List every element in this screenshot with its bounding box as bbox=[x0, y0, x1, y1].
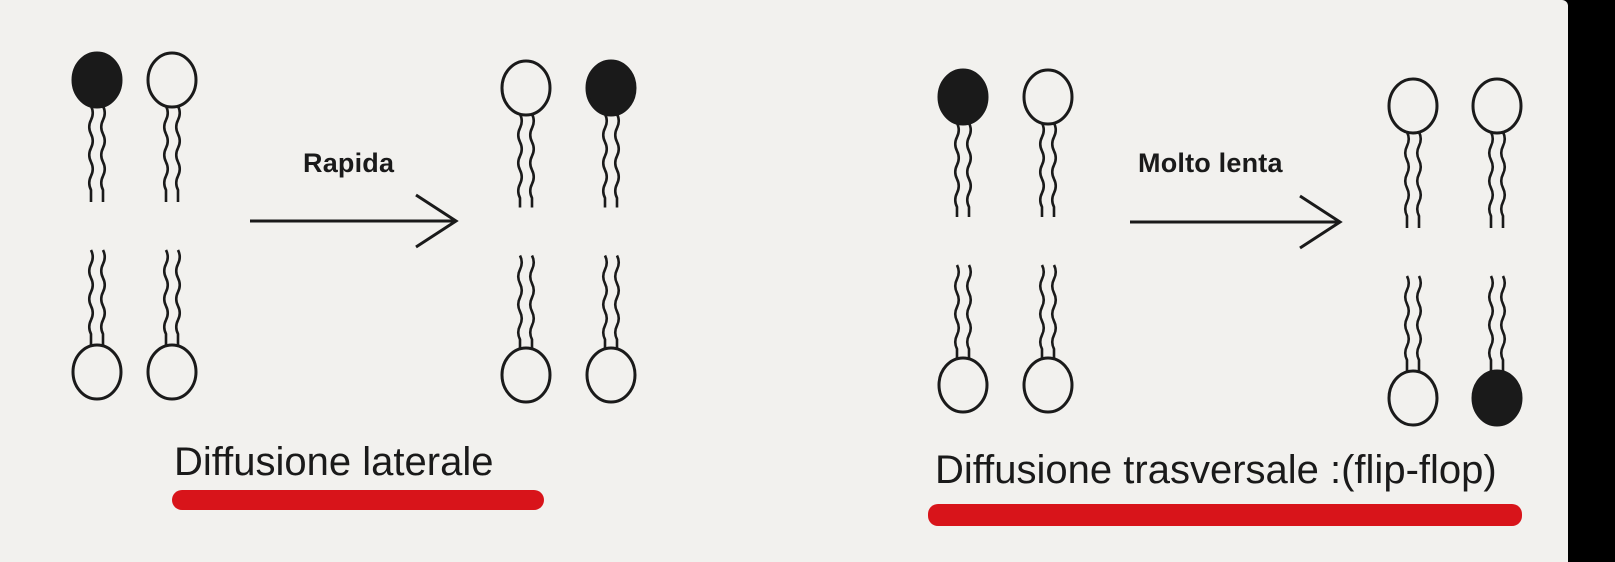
lipid-tail-upper-1 bbox=[101, 106, 105, 202]
lipid-tail-lower-0 bbox=[603, 256, 607, 350]
open-head-top bbox=[1389, 79, 1437, 133]
lipid-tail-upper-1 bbox=[615, 114, 619, 208]
open-head-bottom bbox=[1389, 371, 1437, 425]
arrow-label-rapida: Rapida bbox=[303, 148, 394, 179]
lipid-tail-lower-0 bbox=[955, 265, 959, 359]
open-head-bottom bbox=[73, 345, 121, 399]
lipid-tail-lower-0 bbox=[1489, 276, 1493, 372]
reaction-arrow-1 bbox=[1130, 196, 1340, 248]
open-head-top bbox=[1473, 79, 1521, 133]
lipid-molecule-0-2 bbox=[502, 61, 550, 402]
lipid-tail-lower-0 bbox=[89, 250, 93, 346]
lipid-tail-upper-1 bbox=[1417, 132, 1421, 228]
lipid-tail-upper-0 bbox=[955, 123, 959, 217]
lipid-tail-upper-0 bbox=[1489, 132, 1493, 228]
open-head-bottom bbox=[502, 348, 550, 402]
lipid-molecule-1-1 bbox=[1024, 70, 1072, 412]
lipid-tail-upper-1 bbox=[530, 114, 534, 208]
lipid-tail-lower-1 bbox=[1501, 276, 1505, 372]
lipid-tail-lower-1 bbox=[530, 256, 534, 350]
lipid-tail-upper-0 bbox=[1040, 123, 1044, 217]
lipid-tail-lower-1 bbox=[967, 265, 971, 359]
caption-diffusione-trasversale: Diffusione trasversale :(flip-flop) bbox=[935, 448, 1497, 493]
lipid-tail-upper-1 bbox=[1052, 123, 1056, 217]
red-underline-laterale bbox=[172, 490, 544, 510]
open-head-top bbox=[502, 61, 550, 115]
red-underline-trasversale bbox=[928, 504, 1522, 526]
open-head-bottom bbox=[148, 345, 196, 399]
lipid-tail-upper-1 bbox=[176, 106, 180, 202]
lipid-molecule-0-3 bbox=[587, 61, 635, 402]
lipid-tail-lower-1 bbox=[176, 250, 180, 346]
lipid-molecule-1-2 bbox=[1389, 79, 1437, 425]
lipid-tail-upper-1 bbox=[967, 123, 971, 217]
filled-head-top bbox=[939, 70, 987, 124]
filled-head-bottom bbox=[1473, 371, 1521, 425]
lipid-molecule-1-0 bbox=[939, 70, 987, 412]
lipid-tail-upper-1 bbox=[1501, 132, 1505, 228]
lipid-tail-lower-0 bbox=[1405, 276, 1409, 372]
open-head-top bbox=[148, 53, 196, 107]
lipid-tail-lower-1 bbox=[101, 250, 105, 346]
open-head-top bbox=[1024, 70, 1072, 124]
filled-head-top bbox=[73, 53, 121, 107]
open-head-bottom bbox=[939, 358, 987, 412]
lipid-tail-upper-0 bbox=[603, 114, 607, 208]
lipid-tail-lower-0 bbox=[518, 256, 522, 350]
lipid-molecule-0-1 bbox=[148, 53, 196, 399]
arrow-label-molto-lenta: Molto lenta bbox=[1138, 148, 1283, 179]
lipid-molecule-0-0 bbox=[73, 53, 121, 399]
lipid-tail-upper-0 bbox=[89, 106, 93, 202]
lipid-molecule-1-3 bbox=[1473, 79, 1521, 425]
filled-head-top bbox=[587, 61, 635, 115]
lipid-tail-lower-1 bbox=[615, 256, 619, 350]
lipid-tail-lower-1 bbox=[1417, 276, 1421, 372]
lipid-tail-upper-0 bbox=[164, 106, 168, 202]
lipid-tail-upper-0 bbox=[518, 114, 522, 208]
lipid-tail-upper-0 bbox=[1405, 132, 1409, 228]
lipid-tail-lower-1 bbox=[1052, 265, 1056, 359]
open-head-bottom bbox=[1024, 358, 1072, 412]
lipid-tail-lower-0 bbox=[1040, 265, 1044, 359]
open-head-bottom bbox=[587, 348, 635, 402]
lipid-tail-lower-0 bbox=[164, 250, 168, 346]
reaction-arrow-0 bbox=[250, 195, 456, 247]
caption-diffusione-laterale: Diffusione laterale bbox=[174, 440, 493, 485]
